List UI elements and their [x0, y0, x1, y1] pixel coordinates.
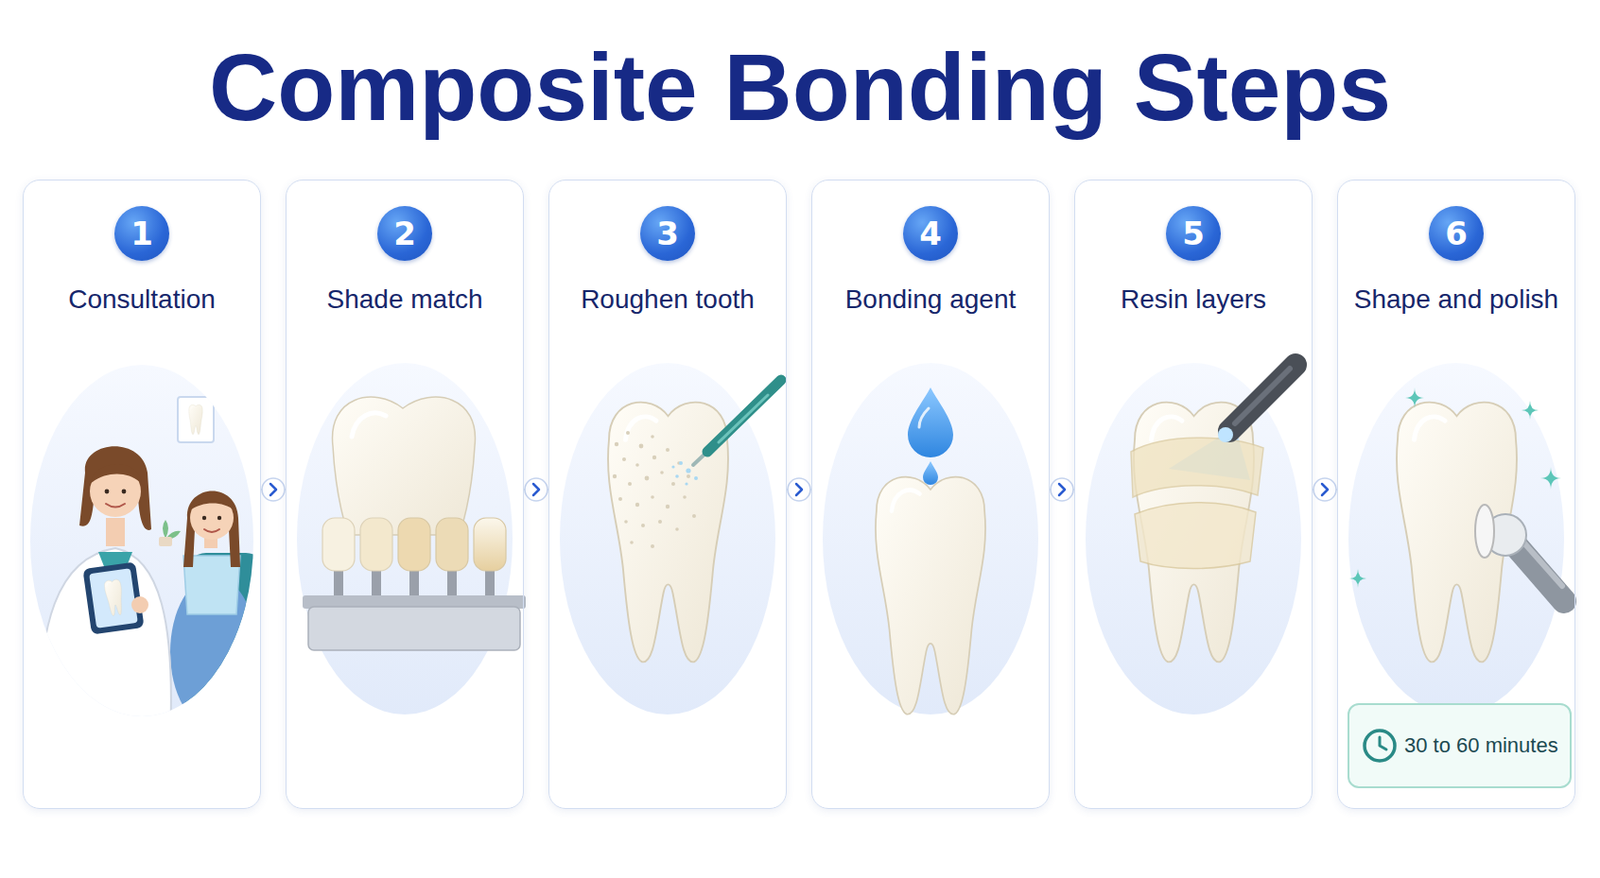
step-connector — [1049, 478, 1075, 502]
step-connector — [523, 478, 549, 502]
step-label: Resin layers — [1082, 282, 1305, 317]
step-card: Bonding agent 4 — [811, 179, 1050, 810]
step-number-circle: 5 — [1165, 206, 1221, 261]
step-label: Consultation — [31, 282, 253, 317]
clock-icon — [1360, 727, 1399, 766]
duration-text: 30 to 60 minutes — [1404, 705, 1559, 787]
step-number-circle: 6 — [1428, 206, 1484, 261]
step-connector — [260, 478, 286, 502]
step-number: 4 — [903, 206, 958, 261]
arrow-chevron — [1059, 484, 1065, 496]
step-card: Roughen tooth 3 — [548, 179, 787, 810]
step-number: 3 — [640, 206, 696, 261]
step-label: Bonding agent — [819, 282, 1042, 317]
step-number: 5 — [1165, 206, 1221, 261]
step-card: Shade match 2 — [285, 179, 524, 810]
step-label: Shade match — [294, 282, 516, 317]
diagram-title: Composite Bonding Steps — [0, 39, 1600, 135]
step-card: Shape and polish 6 30 to 60 minutes — [1337, 179, 1576, 810]
step-number-circle: 4 — [903, 206, 958, 261]
step-number-circle: 1 — [114, 206, 170, 261]
arrow-chevron — [270, 484, 277, 496]
step-card: Resin layers 5 — [1074, 179, 1313, 810]
step-label: Roughen tooth — [556, 282, 779, 317]
bonding-agent — [875, 387, 986, 715]
arrow-chevron — [1321, 484, 1328, 496]
resin-layers — [1130, 365, 1296, 662]
connector-badge — [261, 478, 285, 502]
connector-badge — [1313, 478, 1337, 502]
arrow-chevron — [533, 484, 540, 496]
duration-box: 30 to 60 minutes — [1347, 703, 1572, 789]
connector-badge — [524, 478, 548, 502]
step-number-circle: 2 — [377, 206, 433, 261]
connector-badge — [787, 478, 811, 502]
title-wrap: Composite Bonding Steps — [0, 39, 1600, 135]
arrow-chevron — [796, 484, 802, 496]
step-label: Shape and polish — [1345, 282, 1567, 317]
step-connector — [786, 478, 812, 502]
step-number: 1 — [114, 206, 170, 261]
step-number: 2 — [377, 206, 433, 261]
step-number-circle: 3 — [640, 206, 696, 261]
consultation-scene — [37, 397, 267, 738]
roughen-tooth — [608, 380, 782, 662]
shape-and-polish — [1349, 387, 1565, 662]
step-number: 6 — [1428, 206, 1484, 261]
step-connector — [1312, 478, 1338, 502]
connector-badge — [1050, 478, 1074, 502]
step-card: Consultation 1 — [22, 179, 261, 810]
shade-guide — [302, 397, 526, 651]
